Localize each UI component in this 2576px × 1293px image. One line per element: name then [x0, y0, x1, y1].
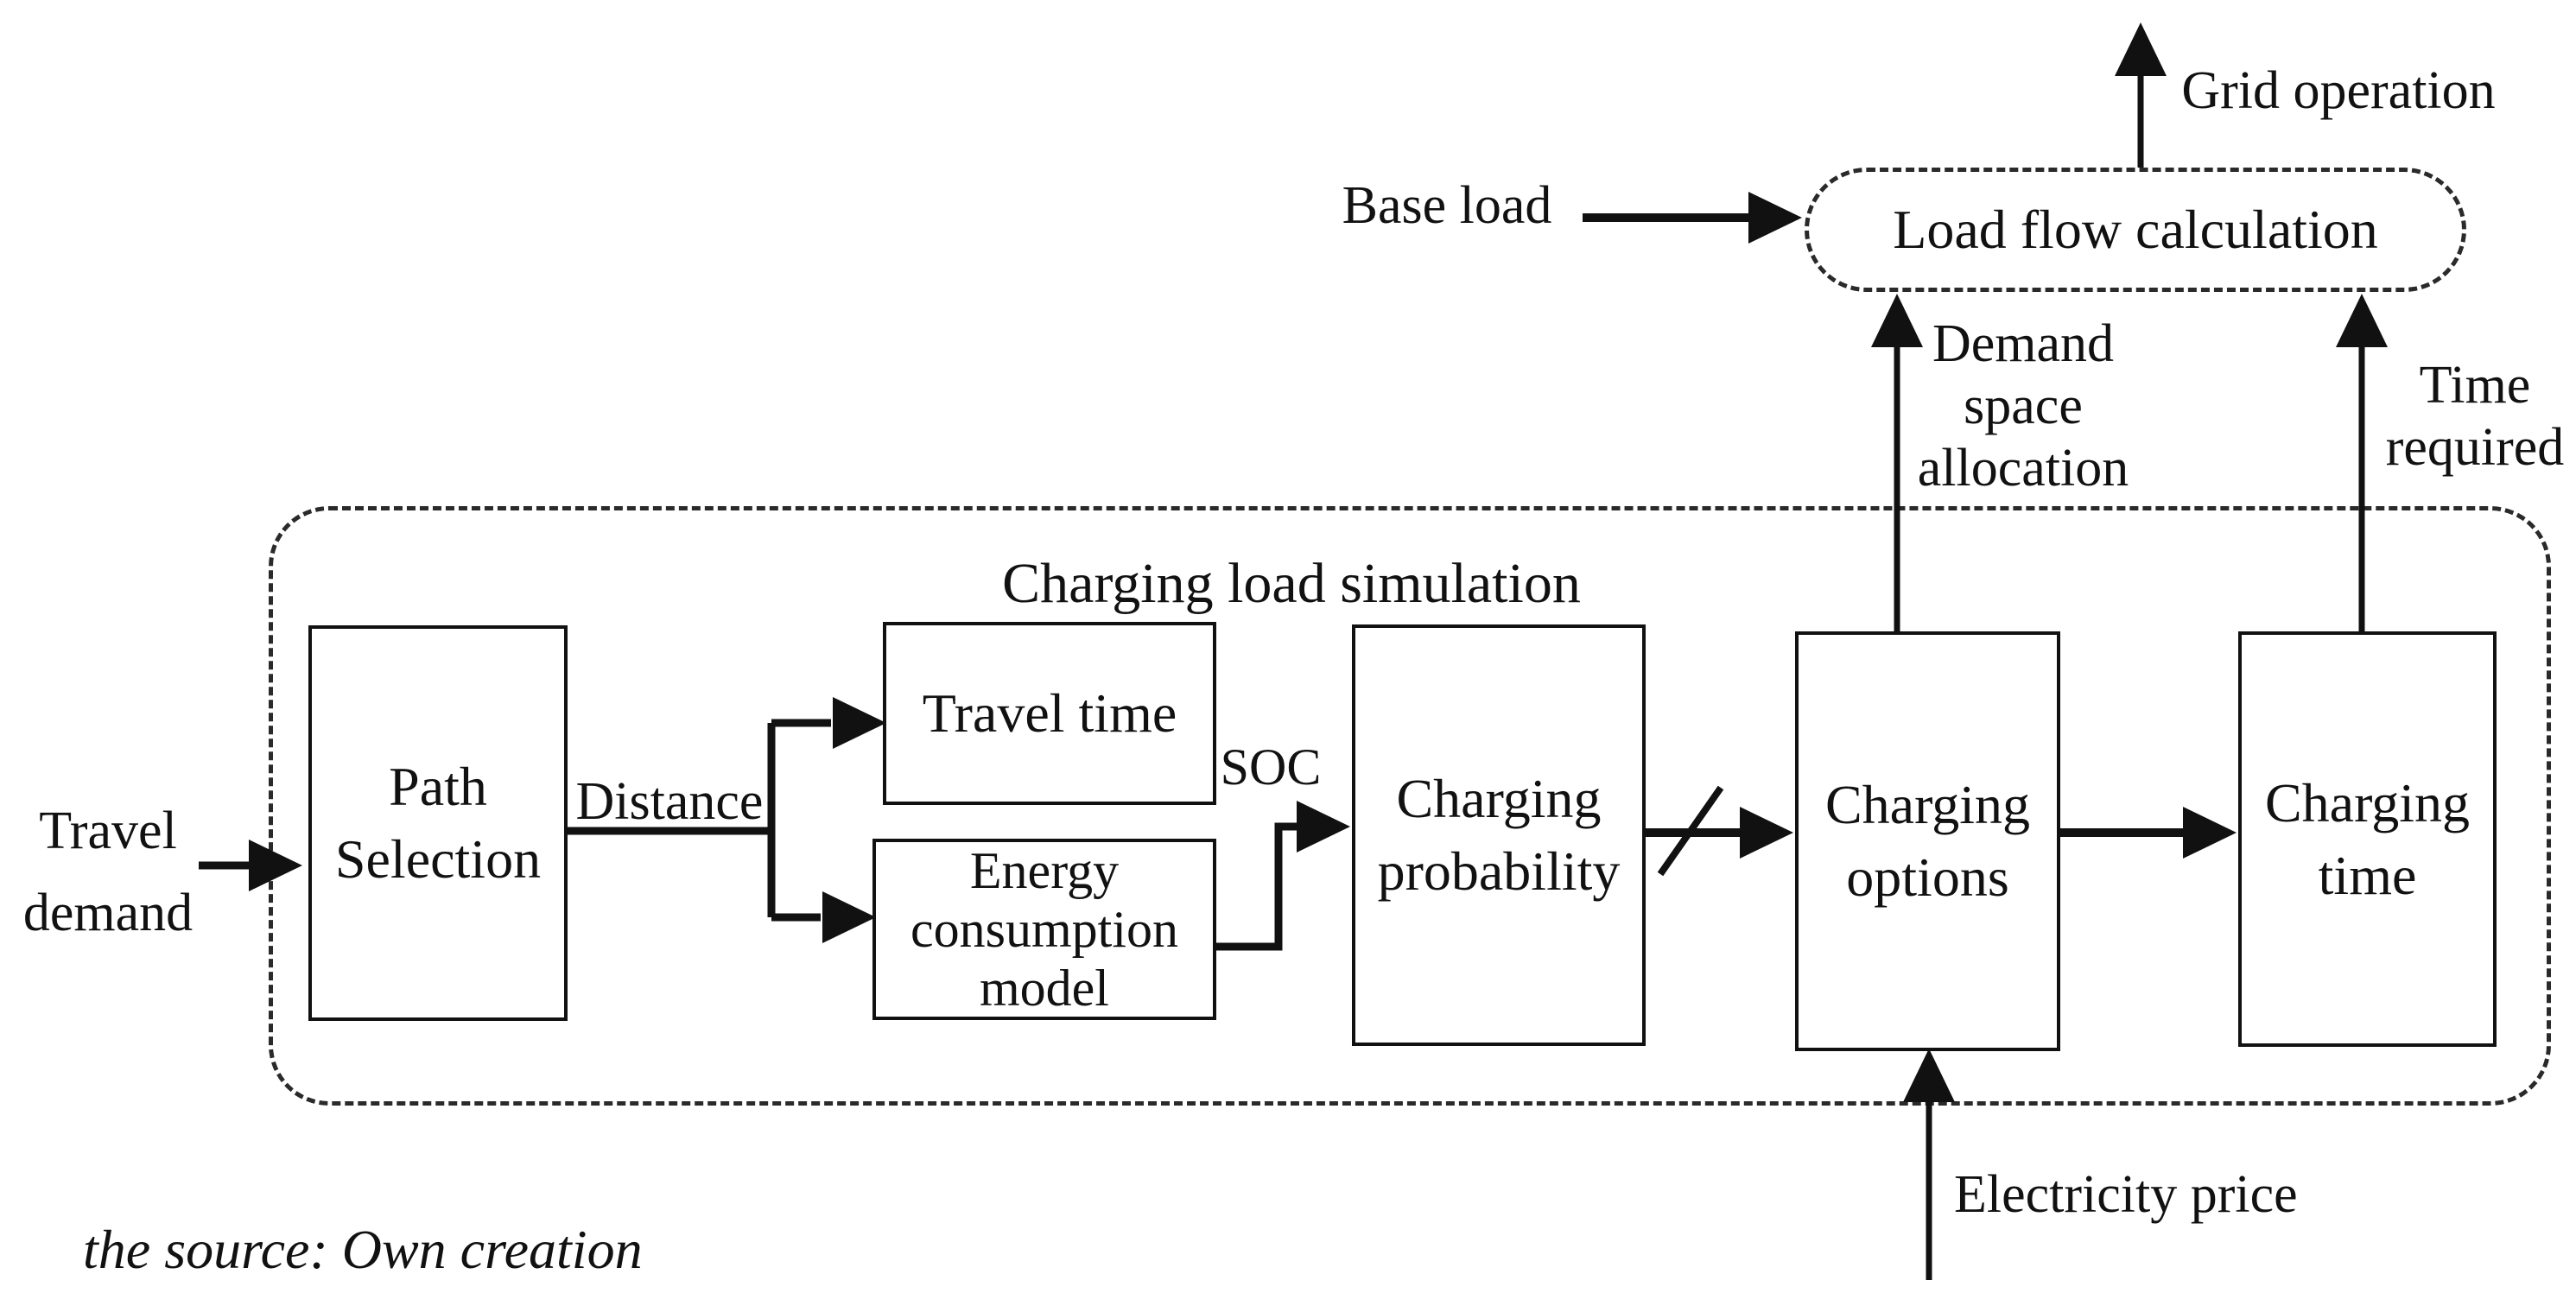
arrow-head: [2115, 22, 2167, 76]
load-flow-calculation-node: Load flow calculation: [1805, 168, 2466, 292]
energy-model-label-line: Energy: [969, 842, 1120, 899]
arrow-loadflow-to-grid: [2115, 22, 2167, 168]
time-required-line: Time: [2419, 356, 2531, 415]
charging-options-node: Charging options: [1795, 631, 2060, 1051]
travel-demand-label-line: demand: [22, 884, 194, 942]
base-load-label: Base load: [1317, 175, 1577, 236]
demand-space-allocation-line: Demand: [1932, 314, 2115, 373]
travel-demand-label-line: Travel: [39, 802, 177, 860]
soc-label: SOC: [1206, 737, 1336, 797]
distance-label: Distance: [566, 771, 773, 832]
travel-time-label-line: Travel time: [922, 682, 1177, 744]
travel-demand-label: Travel demand: [0, 790, 216, 954]
charging-load-simulation-boundary: [269, 506, 2551, 1106]
charging-probability-label-line: probability: [1377, 840, 1621, 902]
charging-probability-label-line: Charging: [1396, 768, 1602, 829]
charging-time-label-line: Charging: [2264, 771, 2471, 833]
travel-time-node: Travel time: [883, 622, 1216, 805]
time-required-line: required: [2385, 418, 2565, 477]
energy-model-label-line: consumption: [910, 901, 1178, 958]
electricity-price-label: Electricity price: [1954, 1164, 2298, 1225]
demand-space-allocation-line: allocation: [1917, 439, 2129, 498]
charging-load-simulation-title: Charging load simulation: [1002, 552, 1581, 615]
source-note: the source: Own creation: [83, 1219, 643, 1280]
path-selection-label-line: Selection: [334, 828, 542, 890]
path-selection-label-line: Path: [389, 756, 487, 817]
demand-space-allocation-line: space: [1964, 377, 2083, 435]
charging-options-label-line: options: [1846, 846, 2009, 908]
distance-label-text: Distance: [575, 772, 764, 831]
base-load-label-text: Base load: [1342, 176, 1552, 235]
load-flow-calculation-label: Load flow calculation: [1893, 199, 2378, 260]
charging-time-node: Charging time: [2238, 631, 2497, 1047]
charging-time-label-line: time: [2318, 844, 2417, 906]
electricity-price-label-text: Electricity price: [1954, 1165, 2298, 1224]
grid-operation-label: Grid operation: [2170, 60, 2507, 121]
energy-model-label-line: model: [980, 960, 1109, 1017]
soc-label-text: SOC: [1220, 738, 1322, 795]
path-selection-node: Path Selection: [308, 625, 568, 1021]
charging-options-label-line: Charging: [1824, 774, 2031, 835]
charging-probability-node: Charging probability: [1352, 624, 1646, 1046]
grid-operation-label-text: Grid operation: [2181, 61, 2496, 120]
arrow-head: [1748, 192, 1802, 244]
arrow-base-load: [1583, 192, 1802, 244]
energy-consumption-model-node: Energy consumption model: [872, 839, 1216, 1020]
time-required-label: Time required: [2367, 354, 2576, 479]
demand-space-allocation-label: Demand space allocation: [1915, 313, 2131, 499]
arrow-head: [2336, 294, 2388, 347]
